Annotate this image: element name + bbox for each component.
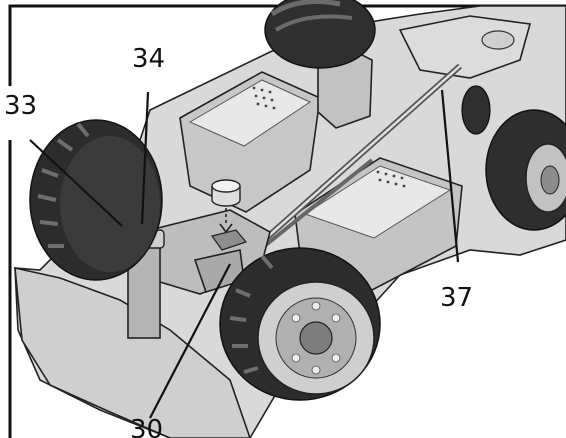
vent-holes-left (252, 86, 276, 110)
vent-holes-right (376, 170, 406, 188)
frame-top-left-border (8, 4, 566, 86)
battery-compartment-right-top (303, 165, 452, 239)
leader-line-37 (440, 89, 460, 263)
callout-33: 33 (4, 91, 37, 121)
leader-line-33 (29, 139, 123, 227)
rear-cap (481, 30, 515, 50)
callout-30: 30 (130, 415, 163, 438)
front-left-wheel (29, 119, 163, 281)
steering-column (127, 245, 161, 339)
leader-line-30 (149, 263, 231, 419)
rear-left-wheel (264, 0, 376, 69)
steering-socket (210, 229, 248, 251)
battery-compartment-left-top (188, 79, 312, 147)
rear-gearbox-wheel (461, 85, 491, 135)
leader-line-34 (140, 91, 150, 225)
steering-cap-part (211, 179, 241, 207)
front-right-wheel (219, 247, 381, 401)
rear-right-wheel (485, 109, 566, 231)
front-bumper (14, 266, 251, 438)
callout-37: 37 (440, 283, 473, 313)
callout-34: 34 (132, 44, 165, 74)
